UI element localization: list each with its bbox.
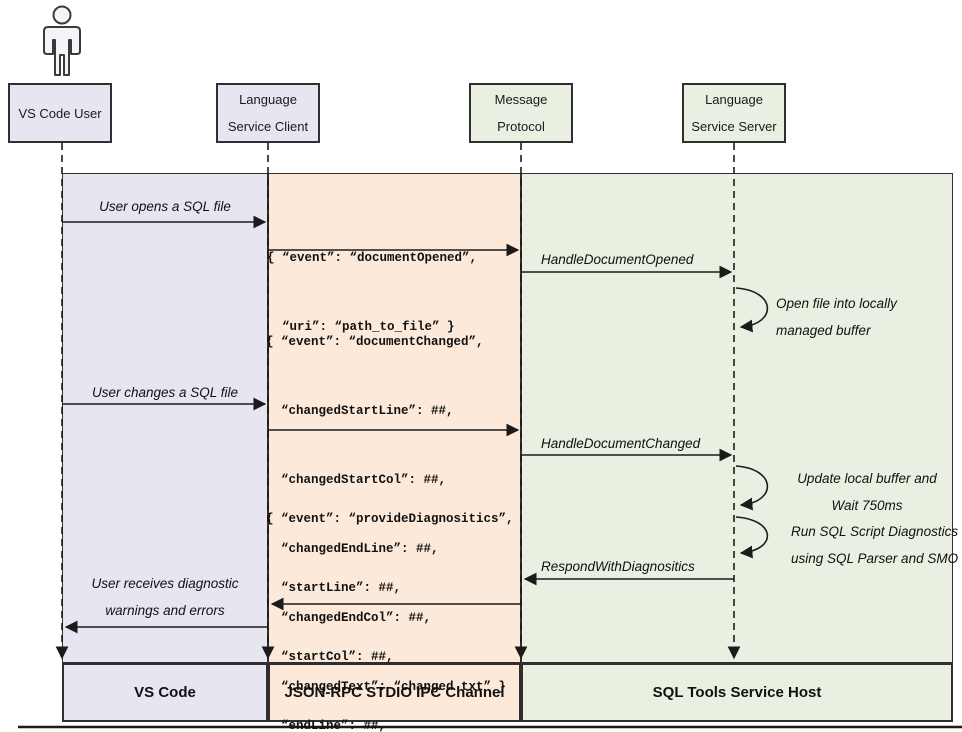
label-line: Update local buffer and	[797, 471, 937, 486]
label-line: using SQL Parser and SMO	[791, 551, 959, 566]
selfloop-update-buffer-wait	[735, 465, 769, 511]
label-line: Open file into locally	[776, 296, 897, 311]
label-respond-with-diagnostics: RespondWithDiagnositics	[541, 559, 695, 574]
payload-line: “endLine”: ##,	[266, 719, 387, 732]
label-handle-document-changed: HandleDocumentChanged	[541, 436, 701, 451]
payload-line: { “event”: “documentChanged”,	[266, 335, 484, 349]
payload-line: “changedStartCol”: ##,	[266, 473, 447, 487]
participant-label: VS Code User	[18, 105, 102, 121]
lane-box-sql-tools-service-host: SQL Tools Service Host	[521, 663, 953, 722]
selfloop-open-file-buffer	[735, 287, 769, 333]
participant-language-service-client-box: Language Service Client	[216, 83, 320, 143]
participant-vscode-user-box: VS Code User	[8, 83, 112, 143]
payload-line: “uri”: “path_to_file” }	[267, 320, 455, 334]
label-run-sql-diagnostics: Run SQL Script Diagnostics using SQL Par…	[791, 518, 958, 572]
lane-bg-sqltools	[521, 173, 953, 663]
lane-label: VS Code	[134, 684, 196, 701]
label-line: Run SQL Script Diagnostics	[791, 524, 959, 539]
label-line: warnings and errors	[105, 603, 225, 618]
lane-label: JSON-RPC STDIO IPC Channel	[284, 684, 505, 701]
label-user-opens-sql-file: User opens a SQL file	[99, 199, 231, 214]
label-line: managed buffer	[776, 323, 871, 338]
lane-box-jsonrpc-channel: JSON-RPC STDIO IPC Channel	[268, 663, 521, 722]
payload-provide-diagnostics: { “event”: “provideDiagnositics”, “start…	[266, 462, 514, 732]
label-open-file-buffer: Open file into locally managed buffer	[776, 290, 897, 344]
participant-language-service-server-box: Language Service Server	[682, 83, 786, 143]
payload-line: “changedEndLine”: ##,	[266, 542, 439, 556]
label-update-buffer-wait: Update local buffer and Wait 750ms	[786, 465, 948, 519]
payload-line: “changedEndCol”: ##,	[266, 611, 432, 625]
payload-line: “startLine”: ##,	[266, 581, 402, 595]
participant-label: Message Protocol	[494, 92, 548, 134]
selfloop-run-diagnostics	[735, 516, 769, 559]
participant-message-protocol-box: Message Protocol	[469, 83, 573, 143]
payload-document-opened: { “event”: “documentOpened”, “uri”: “pat…	[267, 201, 477, 385]
participant-label: Language Service Server	[691, 92, 777, 134]
label-handle-document-opened: HandleDocumentOpened	[541, 252, 694, 267]
label-user-changes-sql-file: User changes a SQL file	[91, 385, 239, 400]
lane-label: SQL Tools Service Host	[652, 684, 822, 701]
lane-box-vscode: VS Code	[62, 663, 268, 722]
lane-bg-vscode	[62, 173, 268, 663]
payload-document-changed: { “event”: “documentChanged”, “changedSt…	[266, 285, 506, 732]
payload-line: { “event”: “documentOpened”,	[267, 251, 478, 265]
payload-line: { “event”: “provideDiagnositics”,	[266, 512, 514, 526]
payload-line: “changedText”: “changed txt” }	[266, 680, 507, 694]
participant-label: Language Service Client	[227, 92, 309, 134]
label-line: Wait 750ms	[831, 498, 903, 513]
payload-line: “startCol”: ##,	[266, 650, 394, 664]
payload-line: “changedStartLine”: ##,	[266, 404, 454, 418]
label-user-receives-diagnostics: User receives diagnostic warnings and er…	[62, 570, 268, 624]
user-actor-icon	[43, 5, 81, 76]
lane-bg-jsonrpc	[268, 173, 521, 663]
label-line: User receives diagnostic	[91, 576, 239, 591]
